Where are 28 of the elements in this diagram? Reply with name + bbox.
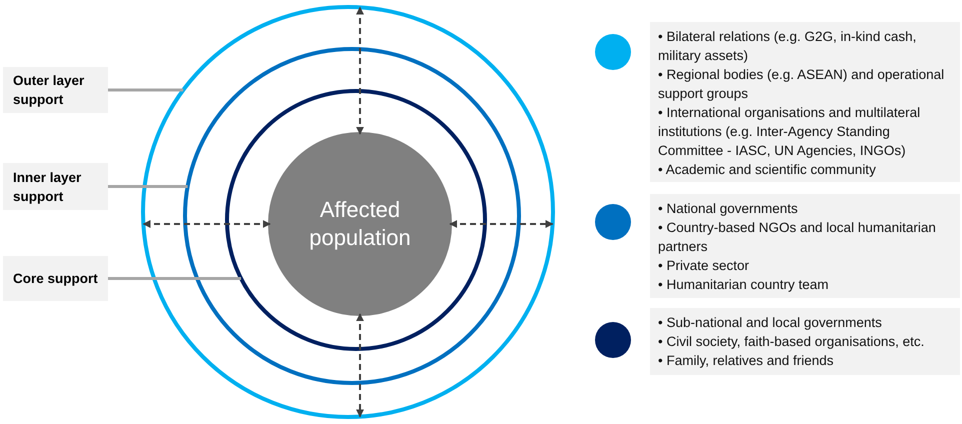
leader-line: [108, 277, 242, 280]
list-item: • Bilateral relations (e.g. G2G, in-kind cash, military assets): [658, 28, 918, 65]
list-item: • Humanitarian country team: [658, 276, 830, 294]
color-dot: [595, 322, 631, 358]
arrow: [356, 313, 364, 418]
leader-line: [108, 88, 184, 92]
list-item: • Family, relatives and friends: [658, 352, 835, 370]
inner-ring: [225, 89, 487, 351]
list-item: • Academic and scientific community: [658, 161, 877, 179]
layer-label: Inner layer support: [3, 163, 108, 210]
population-circle: Affected population: [268, 132, 452, 316]
list-item: • Country-based NGOs and local humanitarian partners: [658, 219, 937, 256]
arrow: [142, 220, 271, 228]
outer-ring: [141, 5, 555, 419]
list-item: • Civil society, faith-based organisations, etc.: [658, 333, 926, 351]
list-item: • Regional bodies (e.g. ASEAN) and operational support groups: [658, 66, 946, 103]
layer-label: Outer layer support: [3, 67, 108, 113]
middle-ring: [183, 47, 521, 385]
arrow: [449, 220, 554, 228]
list-item: • Sub-national and local governments: [658, 314, 883, 332]
list-item: • National governments: [658, 200, 799, 218]
leader-line: [108, 185, 188, 188]
color-dot: [595, 204, 631, 240]
layer-label: Core support: [3, 256, 108, 301]
list-item: • International organisations and multilateral institutions (e.g. Inter-Agency Standing Committee - IASC, UN Agencies, INGOs): [658, 104, 922, 160]
color-dot: [595, 34, 631, 70]
list-item: • Private sector: [658, 257, 750, 275]
arrow: [356, 6, 364, 135]
